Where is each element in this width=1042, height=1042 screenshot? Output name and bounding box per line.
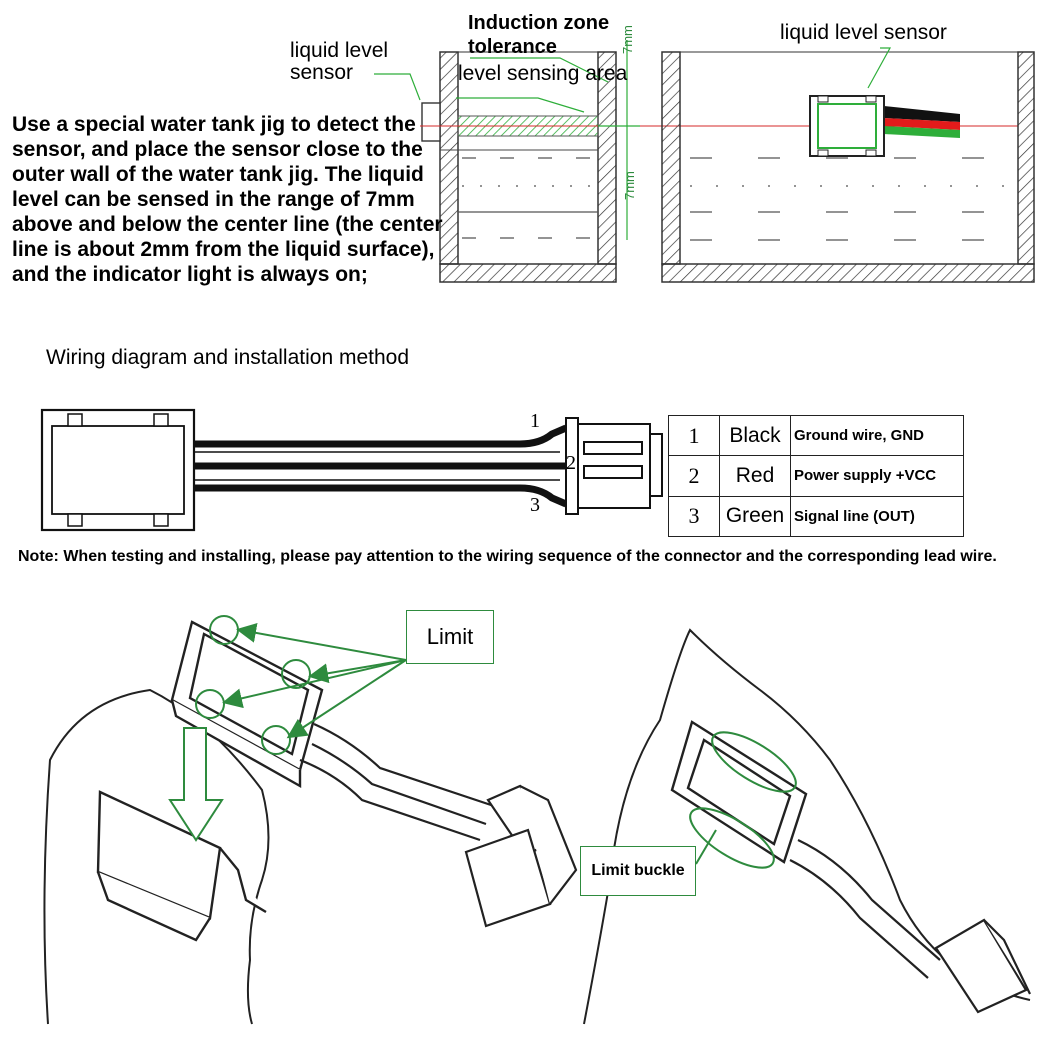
wiring-connector: [565, 417, 663, 515]
left-tank-jig: [439, 51, 617, 283]
wire-color: Red: [719, 455, 791, 497]
limit-markers: [195, 615, 311, 755]
table-row: 3 Green Signal line (OUT): [668, 495, 964, 538]
table-row: 2 Red Power supply +VCC: [668, 455, 964, 497]
cable-left-drawing: [299, 722, 501, 842]
pin-mark-2: 2: [566, 452, 576, 474]
sensing-area-label: level sensing area: [458, 62, 628, 85]
sensor-mounted-left: [96, 790, 267, 942]
wiring-heading: Wiring diagram and installation method: [46, 346, 410, 369]
wire-color: Black: [719, 414, 791, 457]
right-tank-jig: [661, 51, 1035, 283]
sensor-top-view: [809, 95, 960, 157]
pin-number: 1: [668, 414, 720, 457]
limit-buckle-markers: [689, 731, 797, 869]
pin-number: 2: [668, 455, 720, 497]
sensor-body-side: [421, 102, 441, 142]
wire-function: Power supply +VCC: [790, 455, 964, 497]
pin-mark-3: 3: [530, 494, 540, 516]
leader-lines-top: [374, 57, 609, 113]
pin-mark-1: 1: [530, 410, 540, 432]
wire-function: Ground wire, GND: [790, 414, 964, 457]
connector-right-drawing: [934, 918, 1031, 1014]
sensor-label-left: liquid level sensor: [290, 39, 389, 84]
wiring-table: 1 Black Ground wire, GND 2 Red Power sup…: [668, 414, 964, 538]
dimension-bottom-label: 7mm: [622, 171, 637, 200]
connector-left-drawing: [464, 784, 578, 928]
leader-right-sensor: [867, 47, 892, 89]
pin-number: 3: [668, 495, 720, 538]
wiring-cable: [194, 424, 568, 508]
cable-right-drawing: [789, 839, 941, 979]
sensor-installed-right: [670, 720, 808, 864]
detection-description: Use a special water tank jig to detect t…: [12, 113, 443, 286]
wire-function: Signal line (OUT): [790, 495, 964, 538]
wire-color: Green: [719, 495, 791, 538]
limit-buckle-callout: Limit buckle: [580, 846, 696, 896]
installation-note: Note: When testing and installing, pleas…: [18, 548, 997, 565]
limit-callout: Limit: [406, 610, 494, 664]
down-arrow: [168, 727, 224, 842]
table-row: 1 Black Ground wire, GND: [668, 414, 964, 457]
sensor-lifted: [170, 620, 324, 789]
wiring-sensor: [40, 408, 196, 532]
induction-zone-label: Induction zone tolerance: [468, 12, 610, 58]
limit-arrows: [222, 623, 407, 739]
sensor-label-right: liquid level sensor: [780, 21, 947, 44]
dimension-marker: [598, 40, 640, 240]
dimension-top-label: 7mm: [620, 25, 635, 54]
